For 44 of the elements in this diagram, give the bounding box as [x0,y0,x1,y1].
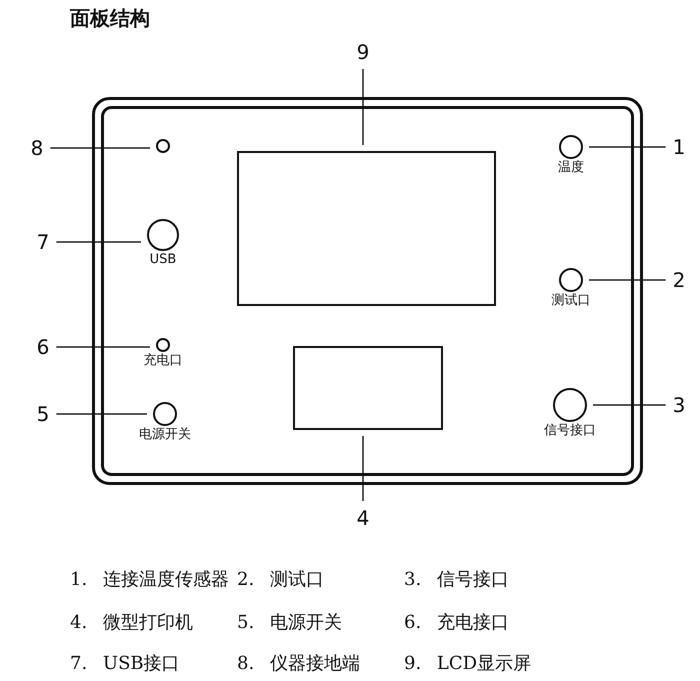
list-item: 1. 连接温度传感器 [70,568,229,592]
port-circle [156,338,170,352]
port-circle [147,219,179,251]
callout-number: 6 [36,337,50,357]
leader-line [56,413,147,415]
printer-box [293,346,443,430]
leader-line [593,404,666,406]
leader-line [589,279,666,281]
callout-number: 3 [672,395,686,415]
list-item: 5. 电源开关 [237,611,342,635]
callout-number: 5 [36,404,50,424]
leader-line [362,69,364,145]
callout-number: 1 [672,137,686,157]
leader-line [56,241,141,243]
port-circle [553,388,587,422]
port-label: 电源开关 [139,428,191,442]
device-panel [92,97,643,485]
port-circle [559,268,583,292]
leader-line [362,436,364,501]
list-item: 3. 信号接口 [404,568,509,592]
list-item: 9. LCD显示屏 [404,652,532,676]
screen-box [237,151,496,306]
port-label: 测试口 [552,294,590,308]
list-item: 7. USB接口 [70,652,180,676]
list-item: 8. 仪器接地端 [237,652,360,676]
port-label: 温度 [558,161,584,175]
port-label: 信号接口 [544,424,596,438]
title: 面板结构 [70,5,150,31]
list-item: 6. 充电接口 [404,611,509,635]
callout-number: 7 [36,232,50,252]
leader-line [589,146,666,148]
terminal-circle [156,139,170,153]
leader-line [50,147,150,149]
list-item: 4. 微型打印机 [70,611,193,635]
callout-number: 4 [356,508,370,528]
port-circle [153,402,177,426]
callout-number: 8 [30,138,44,158]
leader-line [56,346,150,348]
port-label: USB [150,253,176,267]
list-item: 2. 测试口 [237,568,324,592]
port-label: 充电口 [144,354,182,368]
callout-number: 9 [356,42,370,62]
port-circle [559,135,583,159]
callout-number: 2 [672,270,686,290]
